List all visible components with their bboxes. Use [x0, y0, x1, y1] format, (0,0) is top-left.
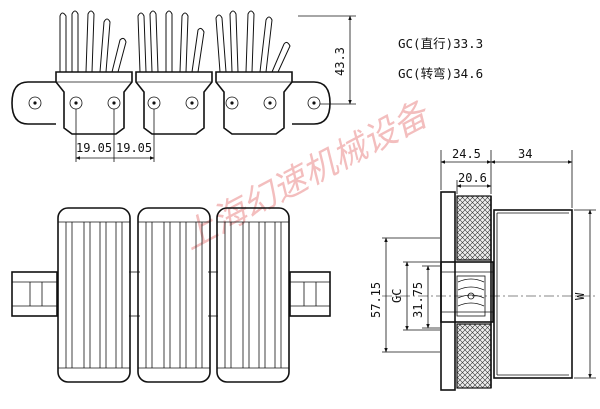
chain-links [11, 271, 331, 317]
dim-57-15: 57.15 [369, 282, 383, 318]
left-end-link [11, 81, 56, 125]
plate-1 [55, 10, 133, 135]
watermark-text: 上海幻速机械设备 [175, 94, 437, 258]
watermark: 上海幻速机械设备 [175, 94, 437, 258]
left-dimensions: 57.15 GC 31.75 [369, 237, 440, 353]
right-end-link [292, 81, 331, 125]
plate-2 [135, 10, 213, 135]
top-plate-3 [216, 207, 290, 383]
dim-31-75: 31.75 [411, 282, 425, 318]
pitch-label-1: 19.05 [76, 141, 112, 155]
spec-notes: GC(直行)33.3 GC(转弯)34.6 [398, 36, 483, 81]
top-plate-2 [137, 207, 211, 383]
dim-34: 34 [518, 147, 532, 161]
dim-w: W [573, 292, 587, 300]
height-dimension: 43.3 [298, 15, 356, 105]
gc-straight-note: GC(直行)33.3 [398, 36, 483, 51]
top-view [11, 207, 331, 383]
top-dimensions: 24.5 34 20.6 [440, 147, 573, 208]
plate-3 [215, 10, 293, 135]
pitch-dimension: 19.05 19.05 [75, 109, 155, 162]
height-label: 43.3 [333, 47, 347, 76]
pitch-label-2: 19.05 [116, 141, 152, 155]
section-view: 24.5 34 20.6 57.15 GC 31.75 W [369, 147, 598, 391]
dim-24-5: 24.5 [452, 147, 481, 161]
dim-20-6: 20.6 [458, 171, 487, 185]
dim-gc: GC [390, 289, 404, 303]
side-view: 43.3 19.05 19.05 [11, 10, 356, 162]
w-dimension: W [573, 209, 596, 379]
top-plate-1 [57, 207, 131, 383]
gc-curve-note: GC(转弯)34.6 [398, 66, 483, 81]
section-chain [440, 261, 494, 323]
